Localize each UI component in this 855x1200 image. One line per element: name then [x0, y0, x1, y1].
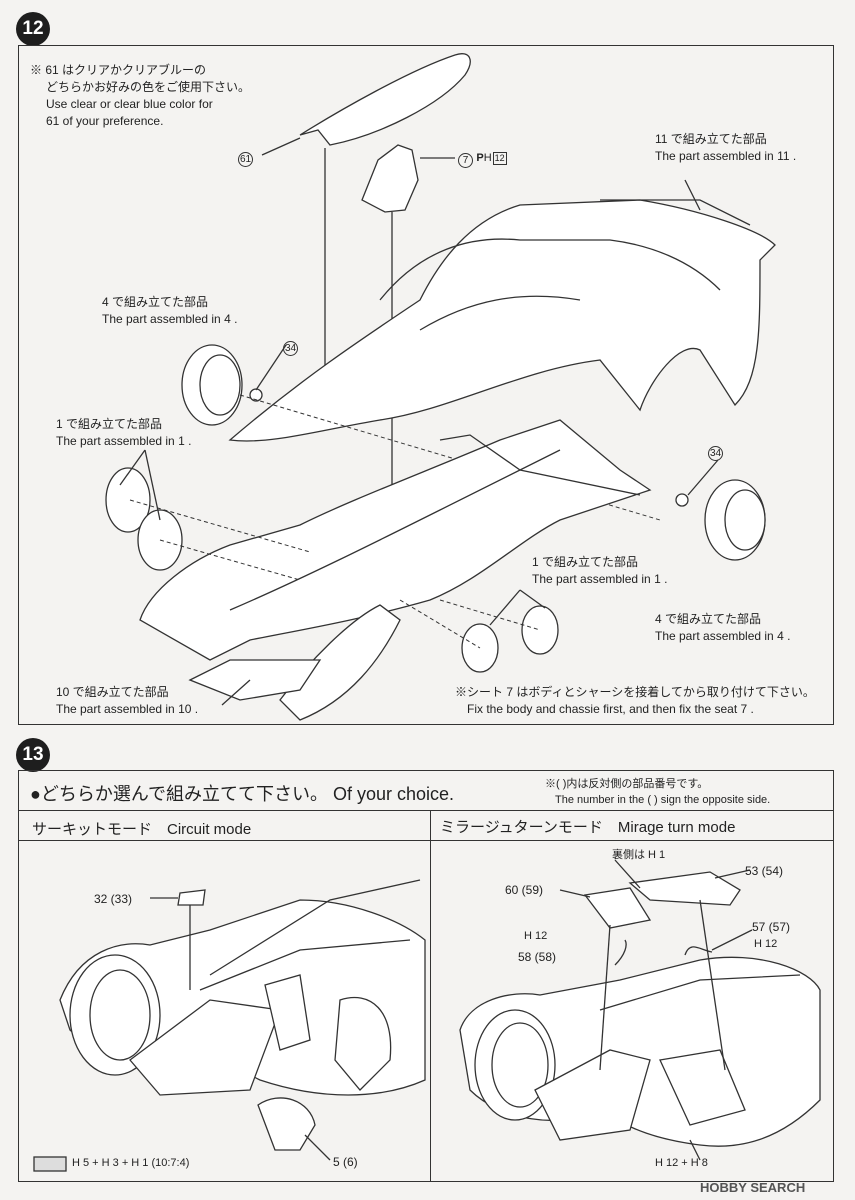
- part-34-label-b: 34: [708, 443, 723, 461]
- sub-4-en: The part assembled in 4 .: [102, 312, 238, 326]
- step-13-number: 13: [22, 744, 44, 765]
- sub-1-caption: 1 で組み立てた部品 The part assembled in 1 .: [56, 416, 191, 450]
- part-53-54-label: 53 (54): [745, 864, 784, 878]
- choice-title: ●どちらか選んで組み立てて下さい。 Of your choice.: [30, 784, 455, 804]
- paint-mix-label: H 12 + H 8: [655, 1157, 708, 1169]
- sub-10-caption: 10 で組み立てた部品 The part assembled in 10 .: [56, 684, 198, 718]
- sub-10-jp: 10 で組み立てた部品: [56, 685, 169, 699]
- step-13-badge: 13: [16, 738, 50, 772]
- sub-11-caption: 11 で組み立てた部品 The part assembled in 11 .: [655, 131, 796, 165]
- sub-1-en: The part assembled in 1 .: [56, 434, 192, 448]
- step-13-subheader-divider: [18, 840, 834, 841]
- step-12-number: 12: [22, 18, 44, 39]
- seat-note-en: Fix the body and chassie first, and then…: [467, 702, 754, 716]
- step-12-illustration: [105, 53, 776, 721]
- note-61-en-2: 61 of your preference.: [46, 114, 164, 128]
- back-note-label: 裏側は H 1: [612, 849, 666, 861]
- sub-4b-caption: 4 で組み立てた部品 The part assembled in 4 .: [655, 611, 790, 645]
- note-61-jp-1: ※ 61 はクリアかクリアブルーの: [30, 63, 207, 77]
- step-13-frame: [18, 770, 834, 1182]
- mirage-mode-label: ミラージュターンモード Mirage turn mode: [440, 819, 736, 836]
- part-5-6-label: 5 (6): [333, 1155, 358, 1169]
- part-32-33-label: 32 (33): [94, 892, 133, 906]
- sub-10-en: The part assembled in 10 .: [56, 702, 199, 716]
- sub-4-jp: 4 で組み立てた部品: [102, 295, 209, 309]
- hobby-search-watermark: HOBBY SEARCH: [700, 1180, 806, 1195]
- paren-note-jp: ※( )内は反対側の部品番号です。: [545, 778, 709, 790]
- step-13-header-divider: [18, 810, 834, 811]
- sub-1b-jp: 1 で組み立てた部品: [532, 555, 639, 569]
- step-12-frame: [18, 45, 834, 725]
- sub-11-jp: 11 で組み立てた部品: [655, 132, 767, 146]
- paint-legend: H 5 + H 3 + H 1 (10:7:4): [72, 1157, 190, 1169]
- paren-note-en: The number in the ( ) sign the opposite …: [555, 794, 771, 806]
- note-61-jp-2: どちらかお好みの色をご使用下さい。: [46, 80, 251, 94]
- paren-note: ※( )内は反対側の部品番号です。 The number in the ( ) …: [545, 776, 770, 808]
- sub-4-caption: 4 で組み立てた部品 The part assembled in 4 .: [102, 294, 237, 328]
- part-34-label-a: 34: [283, 338, 298, 356]
- part-7-num: 7: [458, 153, 473, 168]
- part-57-57-label: 57 (57): [752, 920, 791, 934]
- step-12-badge: 12: [16, 12, 50, 46]
- sub-4b-jp: 4 で組み立てた部品: [655, 612, 762, 626]
- sub-1b-en: The part assembled in 1 .: [532, 572, 668, 586]
- runner-h12-b-label: H 12: [754, 938, 778, 950]
- circuit-mode-label: サーキットモード Circuit mode: [32, 821, 252, 838]
- part-58-58-label: 58 (58): [518, 950, 557, 964]
- step-13-mode-divider: [430, 810, 431, 1182]
- seat-note-jp: ※シート 7 はボディとシャーシを接着してから取り付けて下さい。: [455, 685, 815, 699]
- sub-4b-en: The part assembled in 4 .: [655, 629, 791, 643]
- runner-h12-a-label: H 12: [524, 930, 548, 942]
- part-61-num: 61: [238, 152, 253, 167]
- part-60-59-label: 60 (59): [505, 883, 544, 897]
- part-61-label: 61: [238, 149, 253, 167]
- note-61-color: ※ 61 はクリアかクリアブルーの どちらかお好みの色をご使用下さい。 Use …: [30, 62, 250, 130]
- part-34-num-b: 34: [708, 446, 723, 461]
- sub-11-en: The part assembled in 11 .: [655, 149, 797, 163]
- sub-1b-caption: 1 で組み立てた部品 The part assembled in 1 .: [532, 554, 667, 588]
- seat-note: ※シート 7 はボディとシャーシを接着してから取り付けて下さい。 Fix the…: [455, 684, 815, 718]
- sub-1-jp: 1 で組み立てた部品: [56, 417, 163, 431]
- part-34-num-a: 34: [283, 341, 298, 356]
- note-61-en-1: Use clear or clear blue color for: [46, 97, 213, 111]
